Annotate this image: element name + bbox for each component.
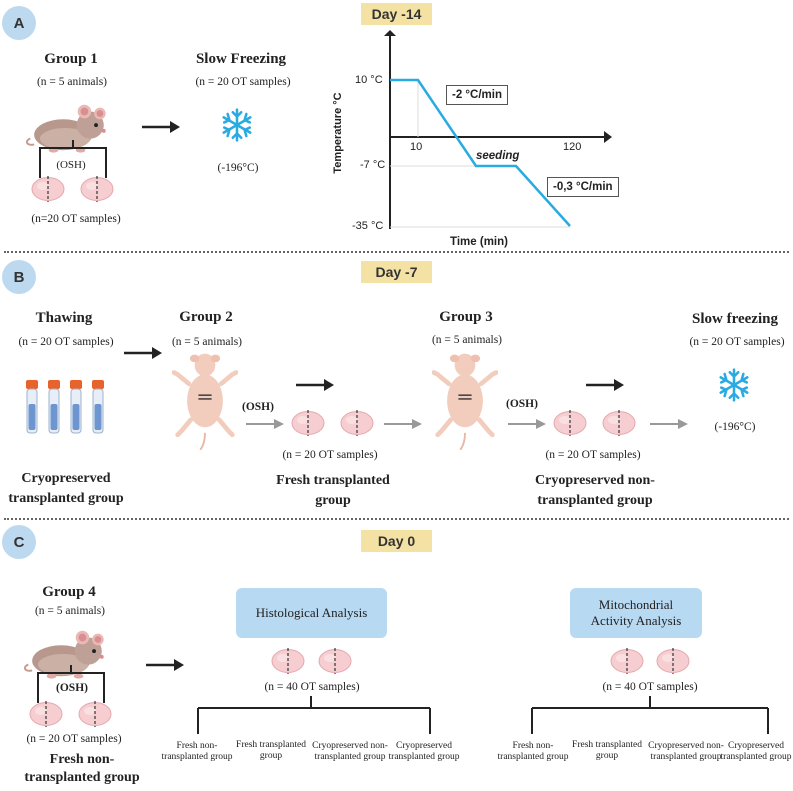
histo-branch-label: Fresh transplanted group xyxy=(236,740,306,761)
fresh-transplanted-label: Fresh transplanted group xyxy=(276,473,390,508)
group3-title: Group 3 xyxy=(439,309,493,325)
ot-sample-icon xyxy=(78,701,112,727)
arrow-right-gray-icon xyxy=(650,419,688,429)
arrow-right-icon xyxy=(142,121,180,133)
seeding-label: seeding xyxy=(476,150,520,162)
histo-branch-label: Fresh non-transplanted group xyxy=(161,741,233,762)
group4-count: (n = 5 animals) xyxy=(34,605,106,617)
vial-icon xyxy=(91,380,105,436)
ot-sample-icon xyxy=(31,176,65,202)
samples-count-b1: (n = 20 OT samples) xyxy=(282,449,378,461)
section-a-badge: A xyxy=(2,6,36,40)
samples-count-c: (n = 20 OT samples) xyxy=(26,733,122,745)
histo-branch-label: Cryopreserved non-transplanted group xyxy=(312,741,388,762)
section-c-badge: C xyxy=(2,525,36,559)
freezing-curve-line xyxy=(390,78,571,227)
arrow-right-gray-icon xyxy=(384,419,422,429)
mito-branch-label: Cryopreserved non-transplanted group xyxy=(648,741,724,762)
ot-sample-icon xyxy=(291,410,325,436)
temperature-label-b: (-196°C) xyxy=(714,421,756,433)
cryo-transplanted-label: Cryopreserved transplanted group xyxy=(8,471,124,506)
vial-icon xyxy=(69,380,83,436)
histological-analysis-box: Histological Analysis xyxy=(236,588,387,638)
mito-count: (n = 40 OT samples) xyxy=(602,681,698,693)
graph-ylabel: Temperature °C xyxy=(332,92,344,174)
nude-mouse-icon xyxy=(172,346,238,450)
arrow-right-icon xyxy=(124,347,162,359)
osh-label-b2: (OSH) xyxy=(506,398,538,410)
rate-label-2: -2 °C/min xyxy=(446,85,508,105)
day-minus-14-label: Day -14 xyxy=(361,3,432,25)
arrow-right-gray-icon xyxy=(508,419,546,429)
samples-count-b2: (n = 20 OT samples) xyxy=(545,449,641,461)
thawing-count: (n = 20 OT samples) xyxy=(18,336,114,348)
mitochondrial-analysis-box: Mitochondrial Activity Analysis xyxy=(570,588,702,638)
ot-sample-icon xyxy=(610,648,644,674)
group2-title: Group 2 xyxy=(179,309,233,325)
group1-title: Group 1 xyxy=(44,51,98,67)
day-minus-7-label: Day -7 xyxy=(361,261,432,283)
osh-label-b1: (OSH) xyxy=(242,401,274,413)
rate-label-03: -0,3 °C/min xyxy=(547,177,619,197)
mito-branch-tree xyxy=(531,696,769,734)
arrow-right-icon xyxy=(146,659,184,671)
snowflake-icon xyxy=(717,368,751,402)
ot-sample-icon xyxy=(80,176,114,202)
ot-sample-icon xyxy=(29,701,63,727)
histo-count: (n = 40 OT samples) xyxy=(264,681,360,693)
y-tick-label: -35 °C xyxy=(352,220,384,232)
vial-icon xyxy=(47,380,61,436)
ot-sample-icon xyxy=(271,648,305,674)
arrow-right-gray-icon xyxy=(246,419,284,429)
y-tick-label: 10 °C xyxy=(355,74,383,86)
ot-sample-icon xyxy=(602,410,636,436)
freezing-curve-graph xyxy=(384,30,612,229)
vial-icon xyxy=(25,380,39,436)
group4-title: Group 4 xyxy=(42,584,96,600)
osh-label-a: (OSH) xyxy=(56,159,86,171)
snowflake-icon xyxy=(220,108,254,142)
mito-branch-label: Fresh transplanted group xyxy=(572,740,642,761)
x-tick-label: 120 xyxy=(563,141,582,153)
slow-freezing-title-b: Slow freezing xyxy=(692,311,778,327)
section-divider xyxy=(4,518,789,520)
thawing-title: Thawing xyxy=(35,310,93,326)
x-tick-label: 10 xyxy=(410,141,423,153)
nude-mouse-icon xyxy=(432,346,498,450)
section-divider xyxy=(4,251,789,253)
group2-count: (n = 5 animals) xyxy=(171,336,243,348)
graph-xlabel: Time (min) xyxy=(450,236,508,248)
slow-freezing-title-a: Slow Freezing xyxy=(195,51,287,67)
fresh-non-transplanted-label: Fresh non-transplanted group xyxy=(24,752,140,785)
ot-sample-icon xyxy=(553,410,587,436)
histo-branch-tree xyxy=(197,696,431,734)
slow-freezing-count-a: (n = 20 OT samples) xyxy=(195,76,291,88)
osh-label-c: (OSH) xyxy=(56,682,88,694)
osh-bracket-a xyxy=(39,140,107,178)
day-0-label: Day 0 xyxy=(361,530,432,552)
ot-sample-icon xyxy=(318,648,352,674)
arrow-right-icon xyxy=(296,379,334,391)
ot-sample-icon xyxy=(656,648,690,674)
group3-count: (n = 5 animals) xyxy=(431,334,503,346)
slow-freezing-count-b: (n = 20 OT samples) xyxy=(689,336,785,348)
temperature-label-a: (-196°C) xyxy=(217,162,259,174)
samples-count-a: (n=20 OT samples) xyxy=(31,213,121,225)
group1-count: (n = 5 animals) xyxy=(36,76,108,88)
osh-bracket-c xyxy=(37,665,105,703)
section-b-badge: B xyxy=(2,260,36,294)
cryo-non-transplanted-label: Cryopreserved non-transplanted group xyxy=(535,473,655,508)
y-tick-label: -7 °C xyxy=(360,159,386,171)
ot-sample-icon xyxy=(340,410,374,436)
arrow-right-icon xyxy=(586,379,624,391)
mito-branch-label: Fresh non-transplanted group xyxy=(497,741,569,762)
mito-branch-label: Cryopreserved transplanted group xyxy=(720,741,792,762)
histo-branch-label: Cryopreserved transplanted group xyxy=(388,741,460,762)
